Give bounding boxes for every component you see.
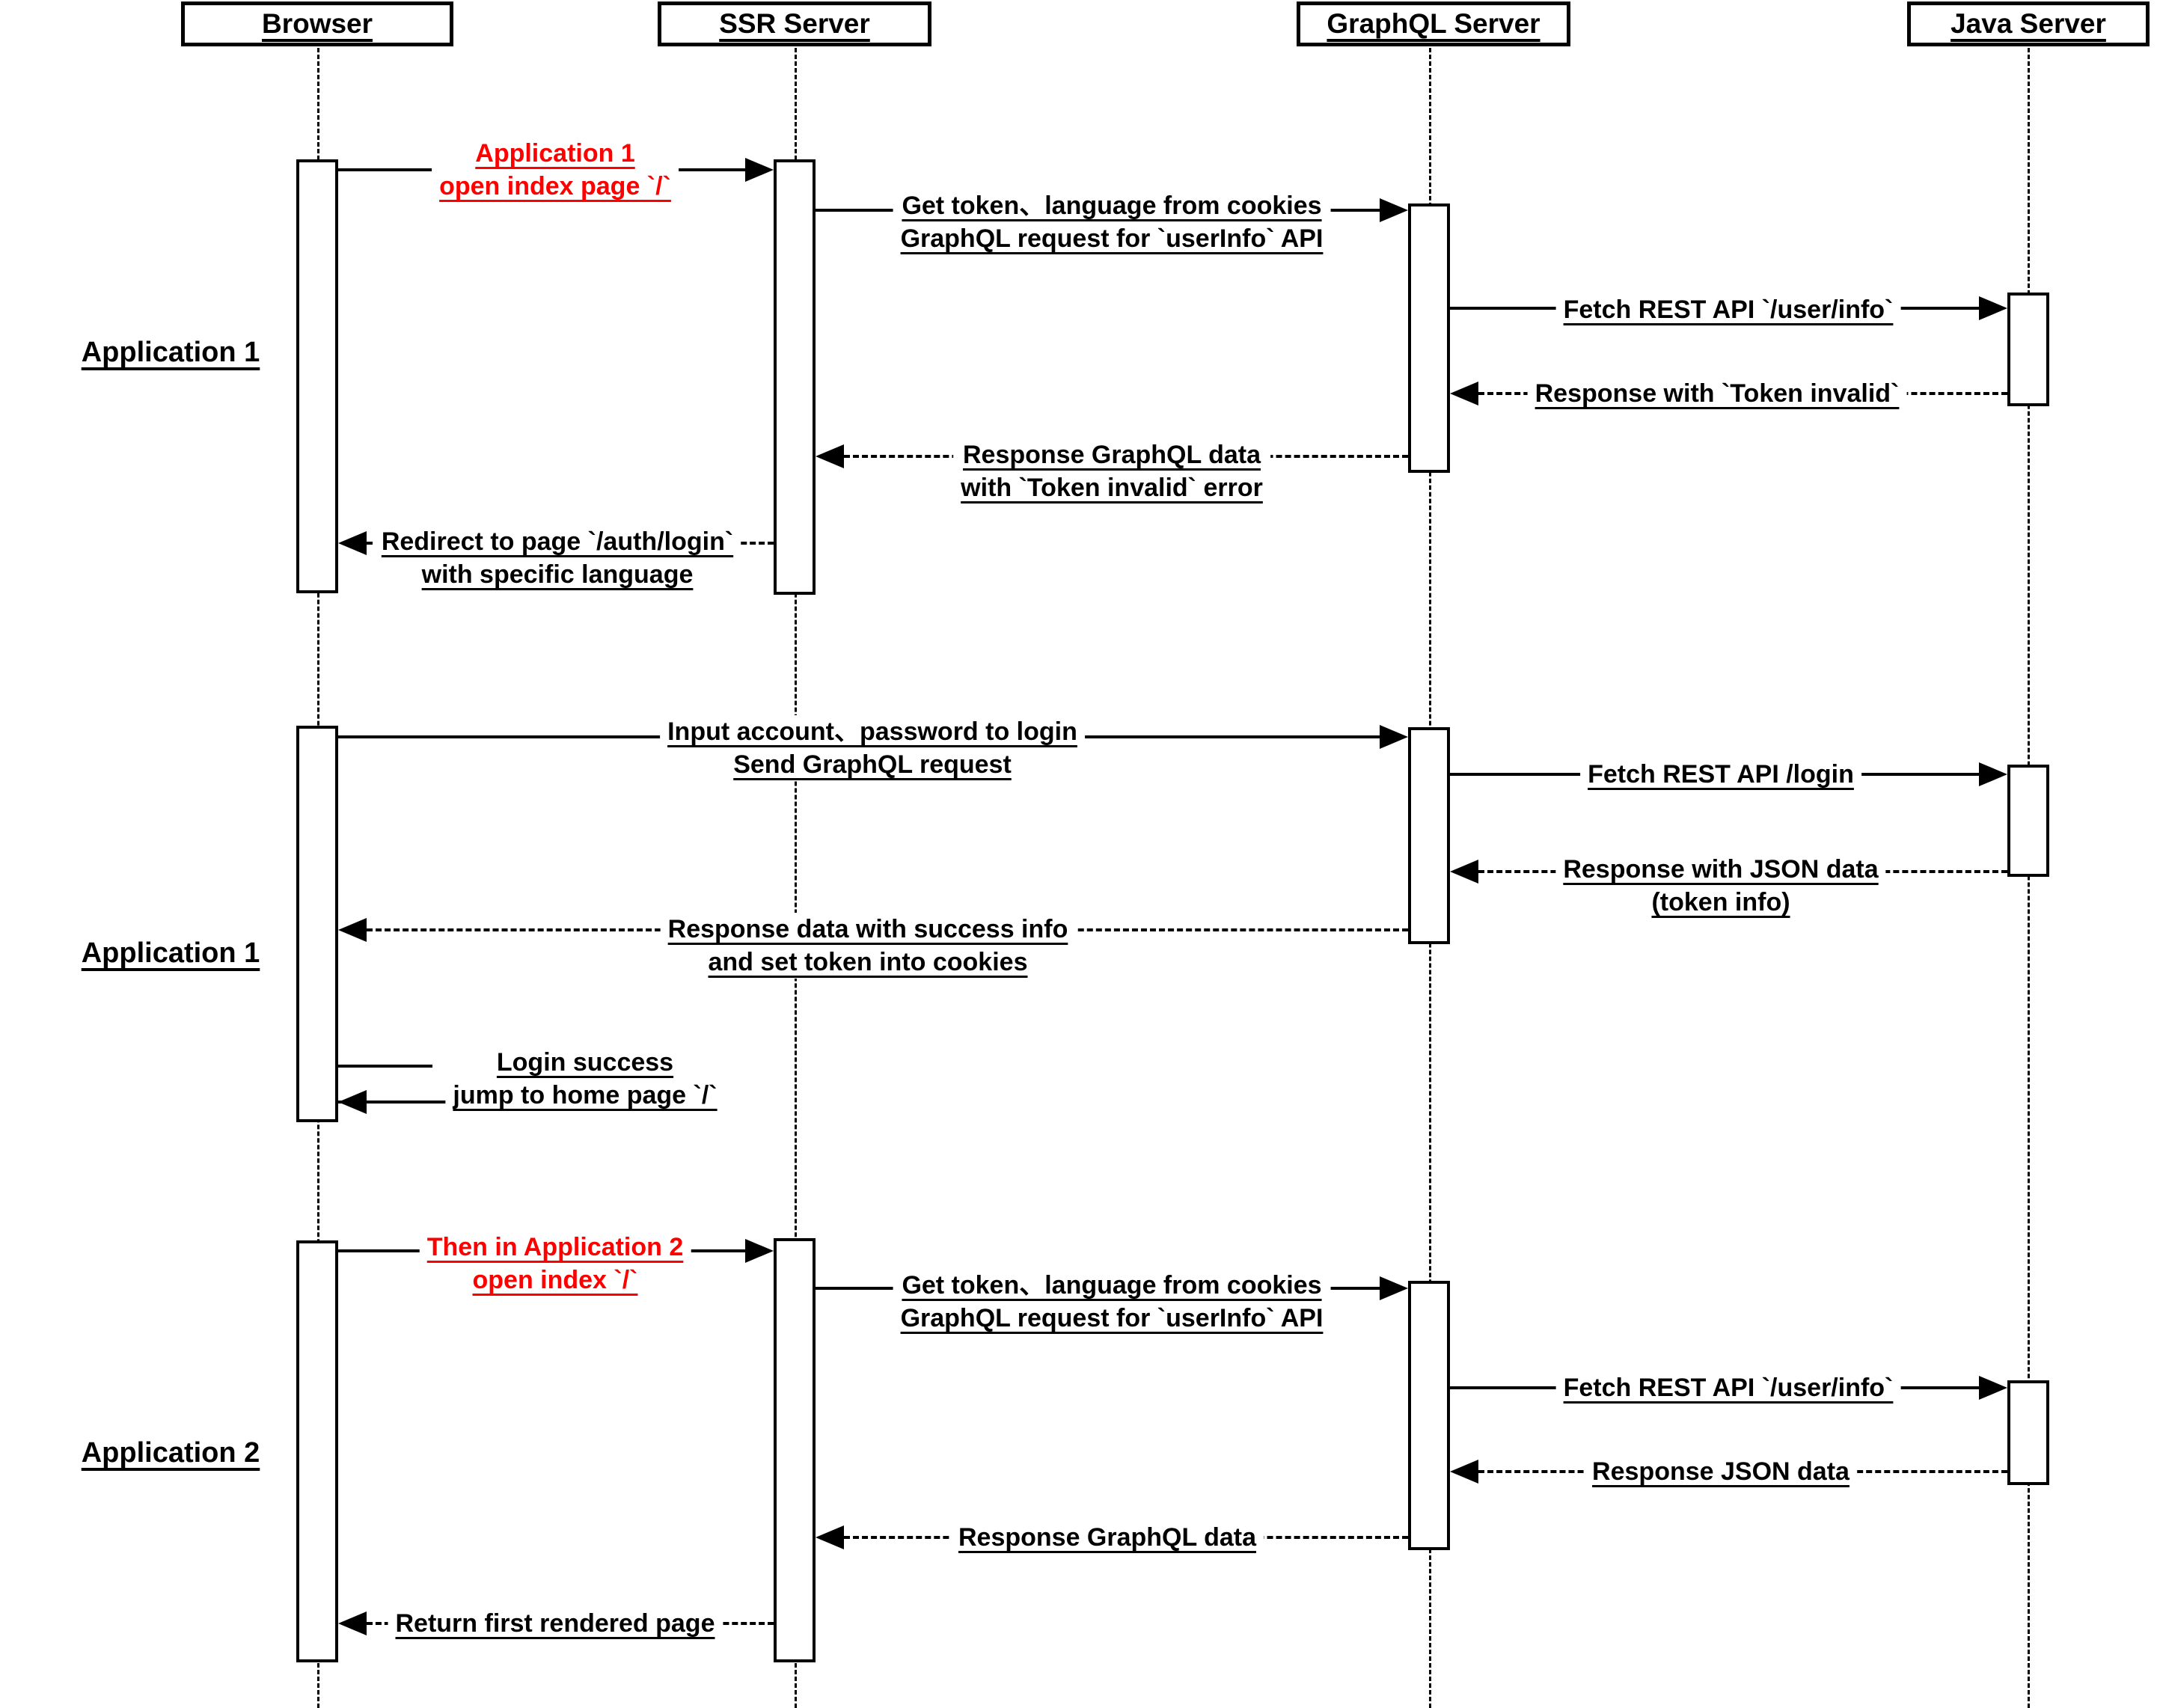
message-label-redirect-login: Redirect to page `/auth/login` with spec… <box>373 525 741 591</box>
message-label-fetch-userinfo-app2: Fetch REST API `/user/info` <box>1555 1371 1901 1404</box>
activation-bar-browser-2 <box>296 726 338 1122</box>
section-label-application-1: Application 1 <box>81 337 260 368</box>
message-line1: Fetch REST API /login <box>1588 760 1854 789</box>
message-line2: jump to home page `/` <box>453 1081 718 1109</box>
message-line1: Response data with success info <box>667 915 1068 943</box>
arrowhead-right-icon <box>745 1239 774 1263</box>
arrowhead-left-icon <box>338 918 367 942</box>
arrowhead-left-icon <box>1450 1460 1478 1484</box>
message-line1: Get token、language from cookies <box>902 192 1322 220</box>
message-line1: Login success <box>496 1048 674 1077</box>
message-line2: Send GraphQL request <box>733 750 1012 779</box>
message-line1: Fetch REST API `/user/info` <box>1563 296 1894 324</box>
message-line1: Response GraphQL data <box>962 441 1261 469</box>
activation-bar-java-2 <box>2007 765 2049 877</box>
message-line1: Response JSON data <box>1592 1457 1849 1486</box>
message-line2: with specific language <box>421 560 694 589</box>
message-line1: Redirect to page `/auth/login` <box>381 527 734 556</box>
message-label-response-json-app2: Response JSON data <box>1585 1455 1857 1488</box>
activation-bar-java-3 <box>2007 1380 2049 1485</box>
actor-box-graphql-server: GraphQL Server <box>1297 1 1570 46</box>
message-label-get-token-app2: Get token、language from cookies GraphQL … <box>893 1269 1331 1335</box>
message-line2: with `Token invalid` error <box>961 474 1263 502</box>
message-line2: (token info) <box>1651 888 1790 916</box>
message-line2: open index `/` <box>472 1266 638 1294</box>
self-message-out-line <box>338 1065 432 1068</box>
activation-bar-ssr-3 <box>774 1238 816 1662</box>
arrowhead-right-icon <box>745 158 774 182</box>
lifeline-ssr-server <box>795 48 797 1708</box>
activation-bar-ssr-1 <box>774 159 816 595</box>
activation-bar-browser-3 <box>296 1240 338 1662</box>
arrowhead-left-icon <box>816 1525 844 1549</box>
message-line2: and set token into cookies <box>708 948 1028 976</box>
message-label-response-json-token: Response with JSON data (token info) <box>1555 853 1886 919</box>
arrowhead-left-icon <box>1450 860 1478 884</box>
arrowhead-right-icon <box>1380 1276 1408 1300</box>
message-label-fetch-login: Fetch REST API /login <box>1580 758 1861 791</box>
arrowhead-left-icon <box>816 444 844 468</box>
message-label-fetch-userinfo: Fetch REST API `/user/info` <box>1555 293 1901 326</box>
arrowhead-right-icon <box>1979 1376 2007 1400</box>
actor-box-java-server: Java Server <box>1907 1 2150 46</box>
arrowhead-left-icon <box>338 531 367 555</box>
message-label-response-graphql-app2: Response GraphQL data <box>950 1521 1264 1554</box>
actor-label: GraphQL Server <box>1327 8 1541 39</box>
actor-label: Java Server <box>1951 8 2106 39</box>
arrowhead-right-icon <box>1979 296 2007 320</box>
message-line1: Input account、password to login <box>667 717 1077 746</box>
message-label-response-graphql-error: Response GraphQL data with `Token invali… <box>953 438 1270 504</box>
message-line1: Response with `Token invalid` <box>1535 379 1900 408</box>
message-line1: Application 1 <box>475 139 635 168</box>
arrowhead-left-icon <box>338 1611 367 1635</box>
message-line2: open index page `/` <box>439 172 671 201</box>
activation-bar-graphql-2 <box>1408 727 1450 944</box>
arrowhead-left-icon <box>338 1090 367 1114</box>
section-label-application-2: Application 2 <box>81 1437 260 1469</box>
actor-box-browser: Browser <box>181 1 453 46</box>
section-label-application-1b: Application 1 <box>81 937 260 969</box>
message-line1: Then in Application 2 <box>426 1233 684 1261</box>
activation-bar-graphql-1 <box>1408 203 1450 473</box>
message-label-login-success: Login success jump to home page `/` <box>445 1046 725 1112</box>
arrowhead-right-icon <box>1979 762 2007 786</box>
message-label-response-success: Response data with success info and set … <box>660 913 1076 979</box>
lifeline-java-server <box>2028 48 2030 1708</box>
message-line2: GraphQL request for `userInfo` API <box>900 224 1324 253</box>
message-label-token-invalid: Response with `Token invalid` <box>1527 377 1907 410</box>
activation-bar-browser-1 <box>296 159 338 593</box>
arrowhead-right-icon <box>1380 725 1408 749</box>
actor-label: Browser <box>261 8 373 39</box>
message-line1: Return first rendered page <box>395 1609 715 1638</box>
message-line2: GraphQL request for `userInfo` API <box>900 1304 1324 1332</box>
message-line1: Response GraphQL data <box>958 1523 1257 1552</box>
actor-label: SSR Server <box>719 8 870 39</box>
message-label-open-index: Application 1 open index page `/` <box>432 137 679 203</box>
message-label-get-token: Get token、language from cookies GraphQL … <box>893 189 1331 255</box>
message-label-return-rendered-page: Return first rendered page <box>388 1607 723 1640</box>
message-line1: Fetch REST API `/user/info` <box>1563 1374 1894 1402</box>
arrowhead-right-icon <box>1380 198 1408 222</box>
arrowhead-left-icon <box>1450 382 1478 405</box>
message-label-input-account: Input account、password to login Send Gra… <box>660 715 1085 781</box>
activation-bar-graphql-3 <box>1408 1281 1450 1550</box>
message-line1: Get token、language from cookies <box>902 1271 1322 1300</box>
message-label-open-index-app2: Then in Application 2 open index `/` <box>419 1231 691 1297</box>
message-line1: Response with JSON data <box>1563 855 1879 884</box>
actor-box-ssr-server: SSR Server <box>658 1 931 46</box>
activation-bar-java-1 <box>2007 293 2049 406</box>
